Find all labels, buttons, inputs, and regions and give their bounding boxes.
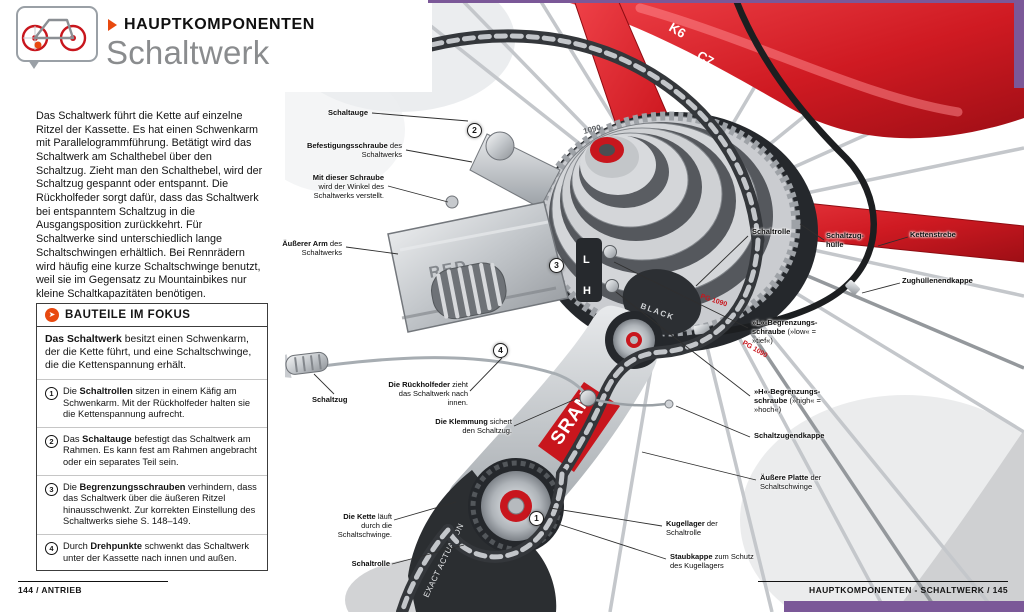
item-number-badge: 3: [45, 482, 58, 496]
callout-schaltzughuelle: Schaltzug-hülle: [826, 231, 864, 249]
page-title: Schaltwerk: [106, 34, 270, 71]
focus-item-2: 2 Das Schaltauge befestigt das Schaltwer…: [37, 426, 267, 475]
callout-h-begrenzungsschraube: »H«-Begrenzungs-schraube (»high« = »hoch…: [754, 387, 821, 414]
callout-l-begrenzungsschraube: »L«-Begrenzungs-schraube (»low« = »tief«…: [752, 318, 818, 345]
return-spring: [430, 262, 507, 320]
housing-end-cap: [845, 280, 860, 295]
bottom-edge-band: [784, 601, 1024, 612]
item-number-badge: 4: [45, 541, 58, 555]
intro-paragraph: Das Schaltwerk führt die Kette auf einze…: [36, 109, 263, 300]
focus-item-4: 4 Durch Drehpunkte schwenkt das Schaltwe…: [37, 533, 267, 570]
item-number-badge: 2: [45, 434, 58, 448]
icon-box-tail: [28, 60, 40, 69]
callout-kugellager: Kugellager der Schaltrolle: [666, 519, 718, 537]
callout-aeussere-platte: Äußere Platte der Schaltschwinge: [760, 473, 822, 491]
focus-target-icon: ➤: [45, 308, 59, 322]
limit-high-letter: H: [583, 285, 591, 297]
cable-clamp-bolt: [579, 389, 597, 407]
focus-item-1: 1 Die Schaltrollen sitzen in einem Käfig…: [37, 379, 267, 427]
mount-bolt: [485, 131, 515, 161]
angle-screw: [445, 195, 459, 209]
callout-rueckholfeder: Die Rückholfeder zieht das Schaltwerk na…: [388, 380, 468, 407]
focus-lead: Das Schaltwerk besitzt einen Schwenkarm,…: [45, 334, 252, 371]
callout-schaltzugendkappe: Schaltzugendkappe: [754, 431, 825, 440]
focus-box-header: ➤ BAUTEILE IM FOKUS: [37, 304, 267, 327]
focus-box: ➤ BAUTEILE IM FOKUS Das Schaltwerk besit…: [36, 303, 268, 572]
cable-end-cap: [664, 399, 674, 409]
photo-marker-2: 2: [467, 123, 482, 138]
kicker-arrow-icon: [108, 19, 117, 31]
photo-marker-3: 3: [549, 258, 564, 273]
footer-rule-left: [18, 581, 168, 582]
callout-schaltauge: Schaltauge: [327, 108, 368, 117]
photo-marker-4: 4: [493, 343, 508, 358]
chapter-icon-box: [16, 6, 98, 69]
h-limit-screw: [605, 279, 619, 293]
item-number-badge: 1: [45, 387, 58, 400]
top-accent-rule: [428, 0, 1024, 3]
callout-zughuellenendkappe: Zughüllenendkappe: [902, 276, 973, 285]
callout-schaltzug: Schaltzug: [312, 395, 348, 404]
shift-cable: [285, 351, 674, 409]
frame-decal-b: C7: [695, 48, 717, 69]
l-limit-screw: [603, 245, 617, 259]
callout-schaltrolle-unten: Schaltrolle: [351, 559, 390, 568]
footer-rule-right: [758, 581, 1008, 582]
lower-pulley: [468, 458, 564, 554]
callout-kettenstrebe: Kettenstrebe: [910, 230, 956, 239]
callout-kette: Die Kette läuft durch die Schaltschwinge…: [337, 512, 392, 539]
bike-icon: [21, 18, 87, 52]
barrel-adjuster: [285, 351, 329, 378]
header: HAUPTKOMPONENTEN: [108, 16, 315, 34]
focus-title: BAUTEILE IM FOKUS: [65, 309, 191, 321]
footer-left: 144 / ANTRIEB: [18, 585, 82, 595]
frame-decal-a: K6: [667, 20, 689, 41]
callout-aeusserer-arm: Äußerer Arm des Schaltwerks: [282, 239, 342, 257]
callout-klemmung: Die Klemmung sichert den Schaltzug.: [435, 417, 512, 435]
focus-item-3: 3 Die Begrenzungsschrauben verhindern, d…: [37, 474, 267, 534]
limit-low-letter: L: [583, 254, 590, 266]
footer-right: HAUPTKOMPONENTEN - SCHALTWERK / 145: [809, 585, 1008, 595]
lockring-decal: 1090: [582, 123, 602, 136]
photo-marker-1: 1: [529, 511, 544, 526]
callout-schaltrolle-oben: Schalt­rolle: [752, 227, 791, 236]
callout-befestigungsschraube: Befestigungsschraube des Schaltwerks: [306, 141, 402, 159]
callout-staubkappe: Staubkappe zum Schutz des Kugellagers: [670, 552, 754, 570]
kicker: HAUPTKOMPONENTEN: [124, 16, 315, 33]
callout-winkel-schraube: Mit dieser Schraube wird der Winkel des …: [312, 173, 384, 200]
right-edge-band: [1014, 0, 1024, 88]
